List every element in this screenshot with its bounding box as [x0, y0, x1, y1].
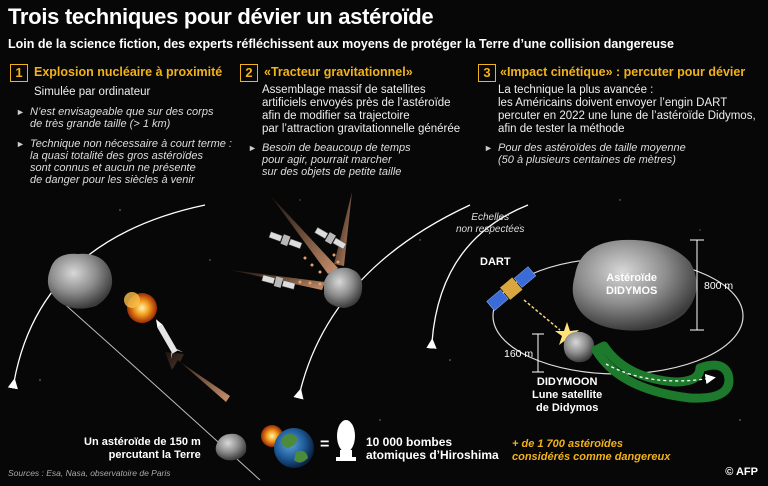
starfield	[39, 199, 741, 441]
satellite-1	[268, 231, 303, 249]
section-1-lead: Simulée par ordinateur	[34, 86, 151, 98]
didymos-asteroid	[572, 239, 697, 331]
section-3-number: 3	[478, 64, 496, 82]
afp-credit: © AFP	[725, 466, 758, 478]
section-3-bullet-1-marker: ►	[484, 143, 493, 153]
atomic-bomb-icon	[336, 420, 356, 461]
equals-sign: =	[320, 436, 330, 453]
section-1-number: 1	[10, 64, 28, 82]
section-3-lead: La technique la plus avancée :les Améric…	[498, 84, 756, 135]
asteroid-1	[47, 253, 113, 309]
asteroid-2	[324, 267, 363, 308]
small-asteroid	[215, 433, 247, 461]
satellite-3	[261, 274, 296, 290]
tractor-pull-beam-b	[334, 192, 352, 266]
dart-trajectory	[523, 299, 561, 331]
didymos-size-label: 800 m	[704, 280, 734, 292]
missile	[156, 319, 184, 360]
page-title: Trois techniques pour dévier un astéroïd…	[8, 4, 434, 29]
moon-size-marker	[532, 333, 544, 373]
section-1-bullet-2: Technique non nécessaire à court terme :…	[30, 138, 232, 186]
gravity-attraction-dots	[298, 253, 340, 286]
sources-note: Sources : Esa, Nasa, observatoire de Par…	[8, 468, 171, 478]
section-1-bullet-2-marker: ►	[16, 139, 25, 149]
didymoon	[563, 331, 595, 363]
deflection-push-arrow-1	[165, 352, 230, 402]
moon-size-label: 160 m	[504, 348, 534, 360]
dart-label: DART	[480, 256, 511, 268]
green-highlight-trajectory	[591, 341, 734, 403]
section-3-bullet-1: Pour des astéroïdes de taille moyenne(50…	[498, 142, 686, 166]
satellite-2	[314, 227, 347, 250]
section-2-bullet-1-marker: ►	[248, 143, 257, 153]
section-3-title: «Impact cinétique» : percuter pour dévie…	[500, 65, 746, 79]
didymos-size-marker	[690, 239, 704, 331]
trajectory-arc-3	[426, 204, 529, 349]
earth-globe	[274, 428, 314, 468]
tractor-pull-beam-a	[270, 195, 338, 274]
section-1-title: Explosion nucléaire à proximité	[34, 65, 223, 79]
nuclear-explosion	[124, 292, 157, 323]
dart-spacecraft	[486, 266, 537, 311]
page-subtitle: Loin de la science fiction, des experts …	[8, 37, 674, 51]
section-2-number: 2	[240, 64, 258, 82]
section-1-bullet-1-marker: ►	[16, 107, 25, 117]
section-2-title: «Tracteur gravitationnel»	[264, 65, 413, 79]
